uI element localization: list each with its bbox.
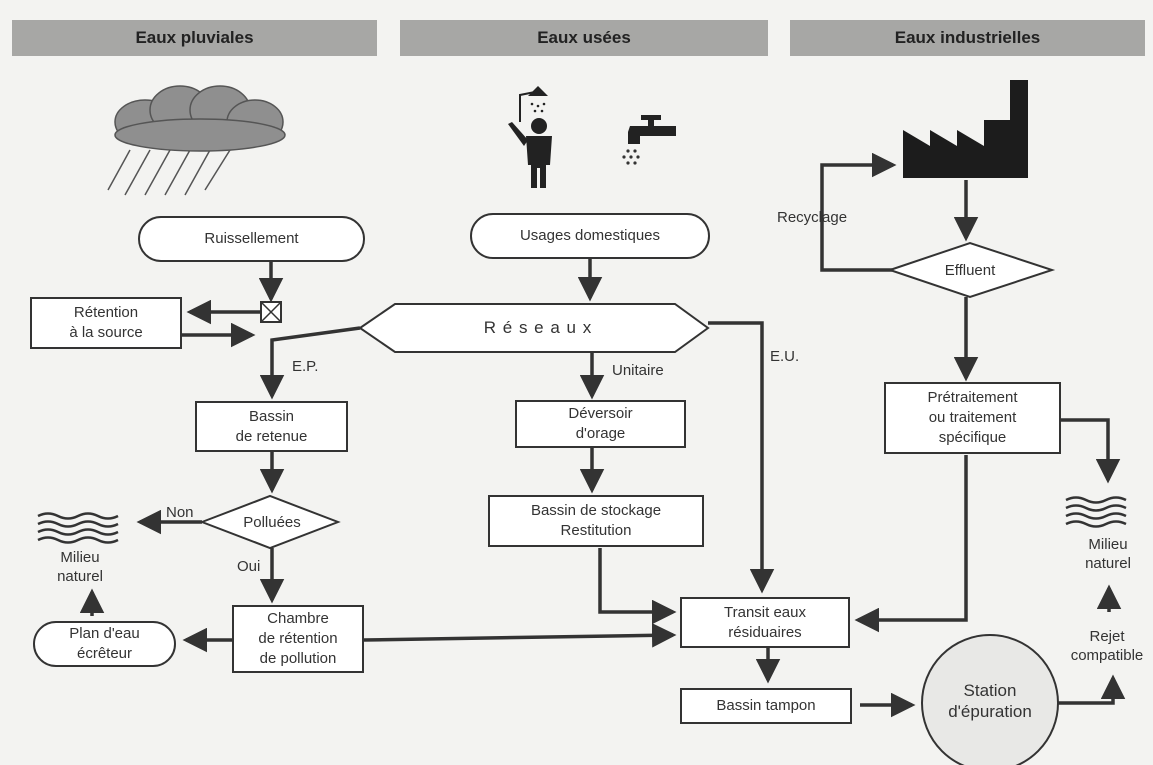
node-station: Station d'épuration — [948, 681, 1032, 721]
reseaux-hexagon — [358, 303, 710, 353]
water-waves-icon — [37, 512, 119, 544]
label-rejet-compatible: Rejet compatible — [1070, 628, 1144, 664]
header-eaux-industrielles: Eaux industrielles — [790, 20, 1145, 56]
node-retention-source: Rétention à la source — [30, 297, 182, 349]
label-recyclage: Recyclage — [777, 209, 848, 226]
node-reseaux: R é s e a u x — [483, 318, 593, 337]
node-milieu-naturel-left: Milieu naturel — [57, 549, 103, 585]
flow-arrows — [79, 152, 1126, 718]
node-effluent: Effluent — [944, 262, 996, 279]
node-bassin-tampon: Bassin tampon — [680, 688, 852, 724]
rain-cloud-icon — [107, 85, 286, 196]
header-eaux-pluviales: Eaux pluviales — [12, 20, 377, 56]
label-oui: Oui — [237, 558, 261, 575]
label-eu: E.U. — [770, 348, 800, 365]
shower-person-icon — [508, 86, 552, 188]
node-chambre: Chambre de rétention de pollution — [232, 605, 364, 673]
label-unitaire: Unitaire — [612, 362, 664, 379]
header-eaux-usees: Eaux usées — [400, 20, 768, 56]
faucet-icon — [622, 115, 676, 165]
water-waves-icon — [1065, 496, 1127, 528]
effluent-diamond — [886, 241, 1056, 299]
node-ruissellement: Ruissellement — [138, 216, 365, 262]
label-ep: E.P. — [292, 358, 319, 375]
node-bassin-stockage: Bassin de stockage Restitution — [488, 495, 704, 547]
node-usages-domestiques: Usages domestiques — [470, 213, 710, 259]
node-deversoir: Déversoir d'orage — [515, 400, 686, 448]
node-plan-eau: Plan d'eau écrêteur — [33, 621, 176, 667]
node-milieu-naturel-right: Milieu naturel — [1085, 536, 1131, 572]
node-bassin-retenue: Bassin de retenue — [195, 401, 348, 452]
node-pretraitement: Prétraitement ou traitement spécifique — [884, 382, 1061, 454]
node-polluees: Polluées — [243, 514, 301, 531]
valve-symbol — [260, 301, 282, 323]
polluees-diamond — [199, 494, 341, 550]
label-non: Non — [166, 504, 194, 521]
node-transit: Transit eaux résiduaires — [680, 597, 850, 648]
factory-icon — [903, 80, 1028, 178]
